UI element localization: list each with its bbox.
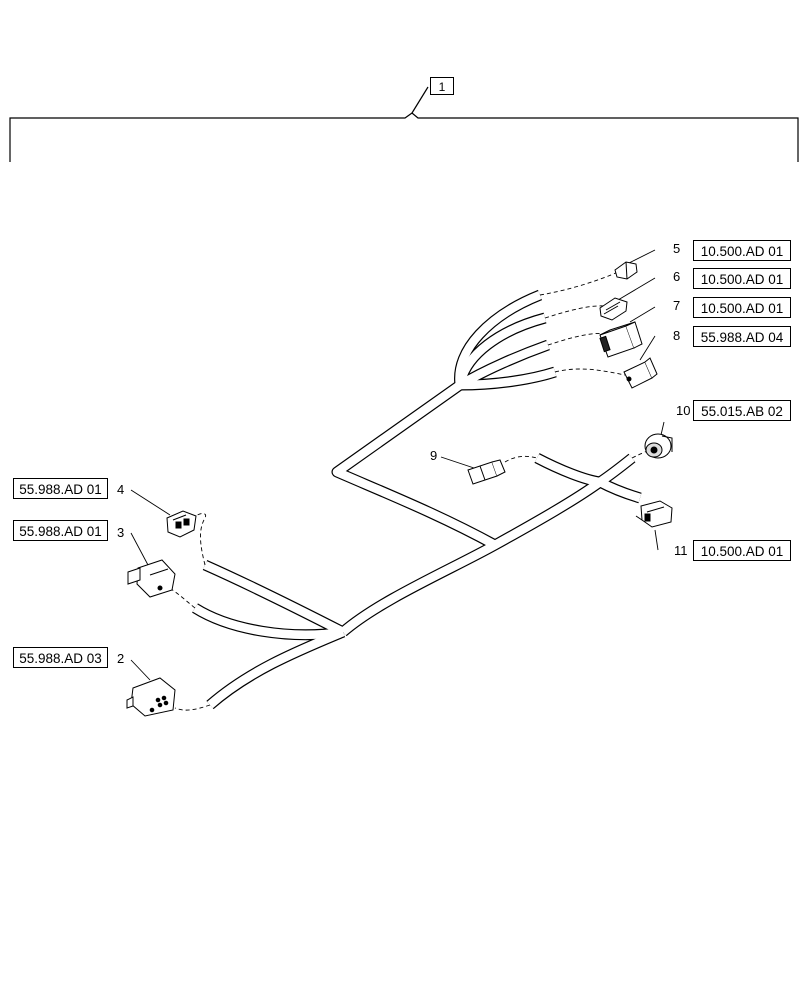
ref-link-part-11[interactable]: 10.500.AD 01 xyxy=(693,540,791,561)
callout-5: 5 xyxy=(673,241,681,256)
callout-4: 4 xyxy=(117,482,125,497)
connector-8 xyxy=(623,357,658,389)
connector-9 xyxy=(467,459,506,485)
callout-11: 11 xyxy=(674,543,688,558)
callout-2: 2 xyxy=(117,651,125,666)
leader-lines xyxy=(130,249,665,681)
assembly-callout: 1 xyxy=(430,77,454,95)
callout-8: 8 xyxy=(673,328,681,343)
connector-3 xyxy=(127,559,176,598)
callout-6: 6 xyxy=(673,269,681,284)
connector-4 xyxy=(166,510,197,538)
ref-link-part-2[interactable]: 55.988.AD 03 xyxy=(13,647,108,668)
ref-link-part-4[interactable]: 55.988.AD 01 xyxy=(13,478,108,499)
assembly-bracket xyxy=(9,86,799,162)
callout-7: 7 xyxy=(673,298,681,313)
connector-11 xyxy=(635,500,673,528)
ref-link-part-3[interactable]: 55.988.AD 01 xyxy=(13,520,108,541)
connector-2 xyxy=(126,677,176,717)
callout-9: 9 xyxy=(430,448,438,463)
connector-6 xyxy=(599,297,628,321)
harness-cables xyxy=(192,289,642,710)
ref-link-part-6[interactable]: 10.500.AD 01 xyxy=(693,268,791,289)
ref-link-part-8[interactable]: 55.988.AD 04 xyxy=(693,326,791,347)
ref-link-part-7[interactable]: 10.500.AD 01 xyxy=(693,297,791,318)
connector-7 xyxy=(599,321,643,358)
dashed-leads xyxy=(164,271,651,711)
connector-5 xyxy=(614,261,638,280)
connector-10 xyxy=(644,433,673,459)
ref-link-part-5[interactable]: 10.500.AD 01 xyxy=(693,240,791,261)
callout-10: 10 xyxy=(676,403,691,418)
ref-link-part-10[interactable]: 55.015.AB 02 xyxy=(693,400,791,421)
callout-3: 3 xyxy=(117,525,125,540)
